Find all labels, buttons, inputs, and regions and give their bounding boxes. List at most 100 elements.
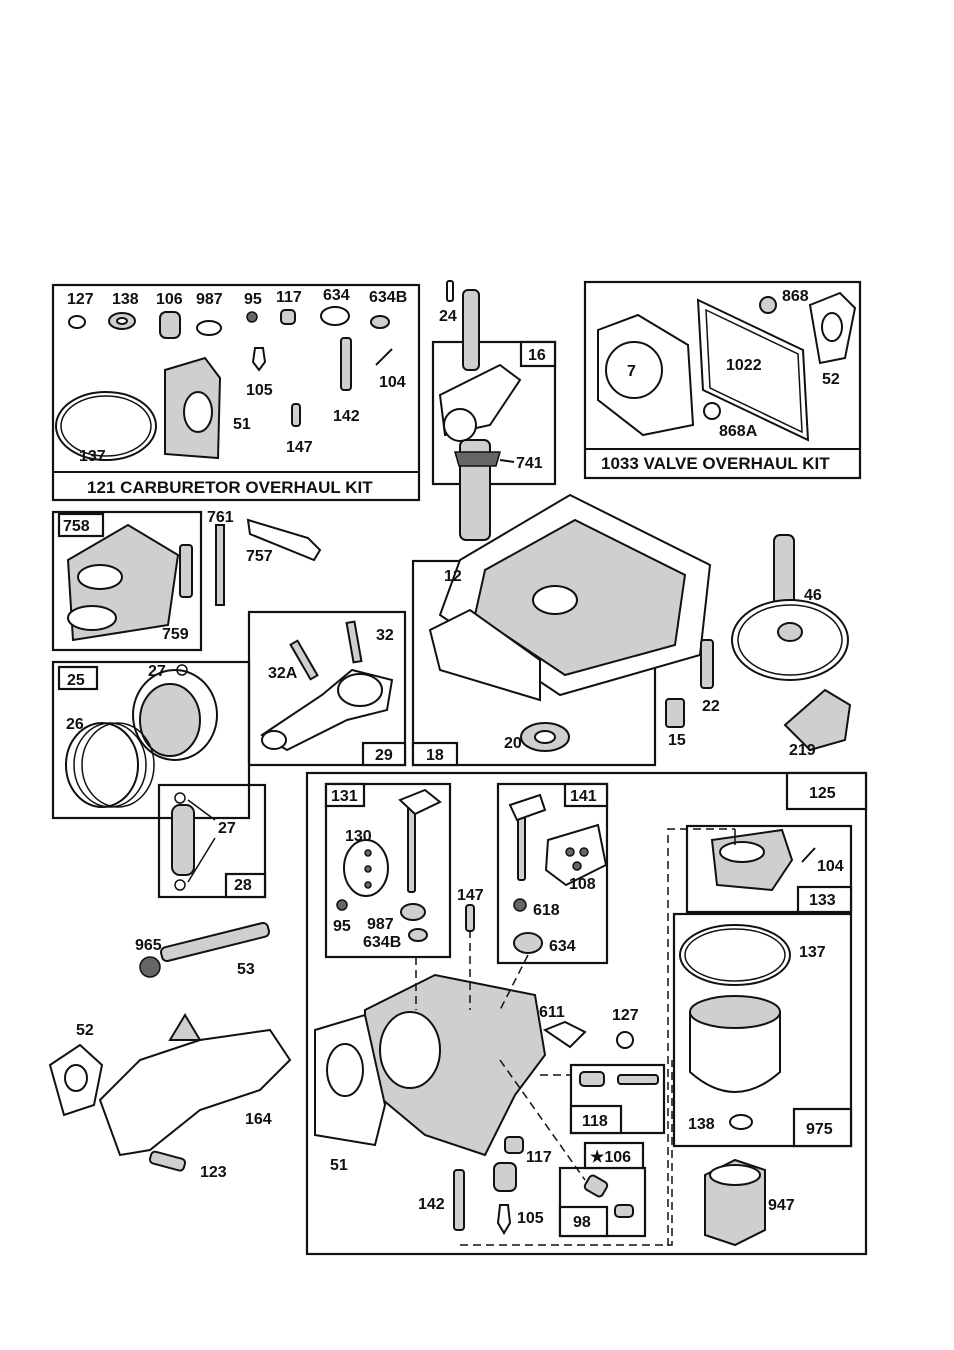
intake-164-part [98, 1028, 292, 1157]
bolt-32a-part [289, 639, 319, 681]
valve-kit-box [583, 280, 862, 480]
label-52: 52 [822, 371, 840, 388]
washer-987b-part [400, 903, 426, 921]
label-104: 104 [379, 374, 406, 391]
label-32a: 32A [268, 665, 298, 682]
piston-group: 25 27 26 [51, 660, 251, 820]
label-25: 25 [67, 672, 85, 689]
label-24: 24 [439, 308, 457, 325]
label-51: 51 [233, 416, 251, 433]
seal-127-part [68, 315, 86, 329]
spring-117-part [280, 309, 296, 325]
connecting-rod-group: 29 32 32A [247, 610, 407, 767]
pin-104-part [375, 348, 393, 366]
label-634bb: 634B [363, 934, 401, 951]
label-987: 987 [196, 291, 223, 308]
label-105: 105 [246, 382, 273, 399]
label-741: 741 [516, 455, 543, 472]
label-137b: 137 [799, 944, 826, 961]
crankshaft-16-part [462, 289, 480, 371]
bowl-975-part [689, 1011, 781, 1093]
label-219: 219 [789, 742, 816, 759]
needle-105b-part [496, 1204, 512, 1235]
label-18: 18 [426, 747, 444, 764]
crankcase-group: 18 12 20 [411, 493, 712, 767]
label-618: 618 [533, 902, 560, 919]
label-20: 20 [504, 735, 522, 752]
piston-box [51, 660, 251, 820]
label-147: 147 [286, 439, 313, 456]
piston-pin-group: 28 27 [157, 783, 267, 899]
carburetor-box [305, 771, 868, 1256]
bolt-22-part [700, 639, 714, 689]
label-52b: 52 [76, 1022, 94, 1039]
jet-106b-part [493, 1162, 517, 1192]
label-95b: 95 [333, 918, 351, 935]
label-16: 16 [528, 347, 546, 364]
spring-118-part [579, 1071, 605, 1087]
label-137: 137 [79, 448, 106, 465]
shaft-group: 965 53 [135, 921, 270, 978]
label-611: 611 [539, 1004, 565, 1021]
rings-26-part [65, 722, 139, 808]
pin-28-part [171, 804, 195, 876]
label-7: 7 [627, 363, 636, 380]
shaft-131-part [407, 801, 416, 893]
seal-868-part [759, 296, 777, 314]
seal-868a-part [703, 402, 721, 420]
label-133: 133 [809, 892, 836, 909]
label-15: 15 [668, 732, 686, 749]
plug-15-part [665, 698, 685, 728]
carburetor-kit-title: 121 CARBURETOR OVERHAUL KIT [87, 478, 373, 497]
label-127b: 127 [612, 1007, 639, 1024]
label-117: 117 [276, 289, 302, 306]
washer-138b-part [729, 1114, 753, 1130]
label-12: 12 [444, 568, 462, 585]
label-634: 634 [323, 287, 350, 304]
label-106: 106 [156, 291, 183, 308]
seal-634bb-part [408, 928, 428, 942]
label-868: 868 [782, 288, 809, 305]
screw-95-part [246, 311, 258, 323]
label-141: 141 [570, 788, 597, 805]
o-ring-137-part [55, 391, 157, 461]
label-27-pin: 27 [218, 820, 236, 837]
screw-123-part [148, 1150, 187, 1172]
label-118: 118 [582, 1113, 608, 1130]
choke-shaft-box [496, 782, 609, 965]
seal-127b-part [616, 1031, 634, 1049]
washer-987-part [196, 320, 222, 336]
seal-634b-part [370, 315, 390, 329]
label-123: 123 [200, 1164, 227, 1181]
label-32: 32 [376, 627, 394, 644]
screw-147b-part [465, 904, 475, 932]
bolt-761-part [215, 524, 225, 606]
spring-98-part [583, 1174, 609, 1198]
spring-117b-part [504, 1136, 524, 1154]
key-24-part [446, 280, 454, 302]
label-51b: 51 [330, 1157, 348, 1174]
float-634b-part [513, 932, 543, 954]
pin-104b-part [801, 847, 816, 863]
label-868a: 868A [719, 423, 758, 440]
label-131: 131 [331, 788, 358, 805]
bracket-758-group: 758 759 [51, 510, 203, 652]
label-26: 26 [66, 716, 84, 733]
label-634b: 634 [549, 938, 576, 955]
label-634b: 634B [369, 289, 407, 306]
label-138: 138 [112, 291, 139, 308]
float-634-part [320, 306, 350, 326]
crankshaft-group: 24 16 741 [431, 280, 557, 541]
label-142: 142 [333, 408, 360, 425]
needle-105-part [251, 347, 267, 372]
float-bowl-box [685, 824, 853, 914]
carburetor-overhaul-kit-group: 121 CARBURETOR OVERHAUL KIT 127 138 106 … [51, 283, 421, 502]
label-22: 22 [702, 698, 720, 715]
label-104b: 104 [817, 858, 844, 875]
valve-overhaul-kit-group: 1033 VALVE OVERHAUL KIT 868 7 1022 52 86… [583, 280, 862, 480]
spring-618-part [513, 898, 527, 912]
carburetor-group: 125 131 130 95 987 634B 141 108 618 634 [305, 771, 868, 1256]
label-757: 757 [246, 548, 273, 565]
screw-95b-part [336, 899, 348, 911]
